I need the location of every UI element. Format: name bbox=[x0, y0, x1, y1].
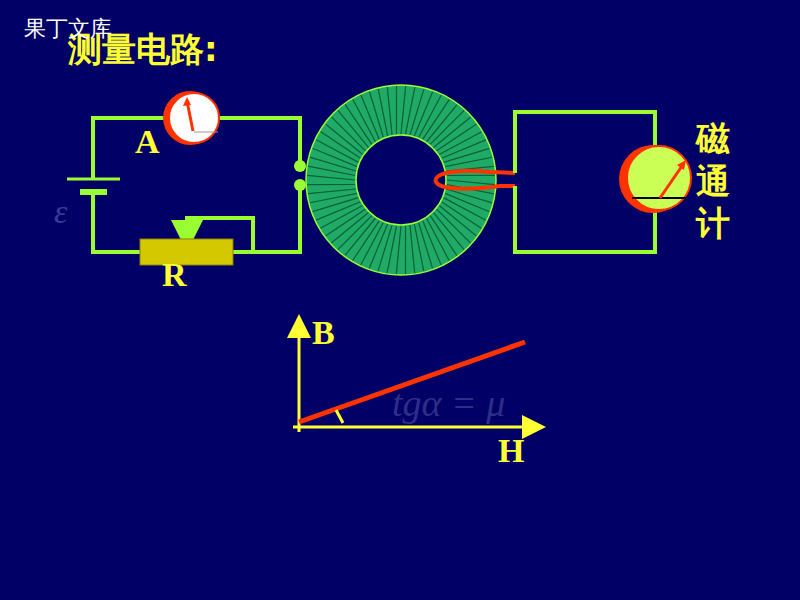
winding bbox=[387, 226, 396, 273]
ammeter-symbol bbox=[163, 91, 219, 145]
winding bbox=[308, 189, 356, 194]
ammeter-label: A bbox=[135, 125, 160, 159]
terminal bbox=[294, 160, 306, 172]
resistor-label: R bbox=[162, 258, 187, 292]
winding bbox=[419, 222, 433, 268]
axis-label: B bbox=[312, 316, 335, 350]
formula: tgα = μ bbox=[392, 384, 505, 422]
fluxmeter-label: 磁通计 bbox=[696, 117, 730, 245]
winding bbox=[310, 157, 356, 171]
winding bbox=[414, 224, 423, 271]
winding bbox=[369, 91, 383, 137]
terminal bbox=[294, 179, 306, 191]
winding bbox=[406, 87, 415, 134]
toroid-coil bbox=[306, 85, 496, 275]
winding bbox=[378, 225, 392, 271]
winding bbox=[401, 86, 406, 134]
winding bbox=[361, 95, 379, 139]
winding bbox=[439, 206, 476, 237]
winding bbox=[405, 226, 406, 274]
winding bbox=[443, 148, 489, 162]
winding bbox=[338, 216, 372, 250]
winding bbox=[410, 225, 415, 273]
winding bbox=[331, 117, 365, 151]
winding bbox=[345, 218, 376, 255]
winding bbox=[445, 157, 492, 166]
watermark: 果丁文库 bbox=[24, 18, 112, 40]
winding bbox=[308, 166, 355, 175]
winding bbox=[423, 221, 441, 265]
winding bbox=[447, 180, 495, 185]
winding bbox=[427, 105, 458, 142]
winding bbox=[437, 209, 471, 243]
winding bbox=[396, 226, 401, 274]
battery-symbol bbox=[67, 179, 120, 192]
winding bbox=[310, 193, 357, 202]
winding bbox=[312, 198, 358, 212]
winding bbox=[410, 89, 424, 135]
search-coil bbox=[436, 171, 515, 189]
winding bbox=[442, 140, 486, 158]
fluxmeter-symbol bbox=[619, 145, 691, 213]
winding bbox=[316, 202, 360, 220]
winding bbox=[307, 184, 355, 185]
winding bbox=[378, 89, 387, 136]
winding bbox=[396, 86, 397, 134]
winding bbox=[326, 124, 363, 155]
winding bbox=[446, 189, 492, 203]
axis-label: H bbox=[498, 434, 524, 468]
emf-label: ε bbox=[54, 195, 67, 229]
winding bbox=[387, 87, 392, 135]
winding bbox=[430, 110, 464, 144]
winding bbox=[447, 175, 495, 176]
winding bbox=[307, 175, 355, 180]
